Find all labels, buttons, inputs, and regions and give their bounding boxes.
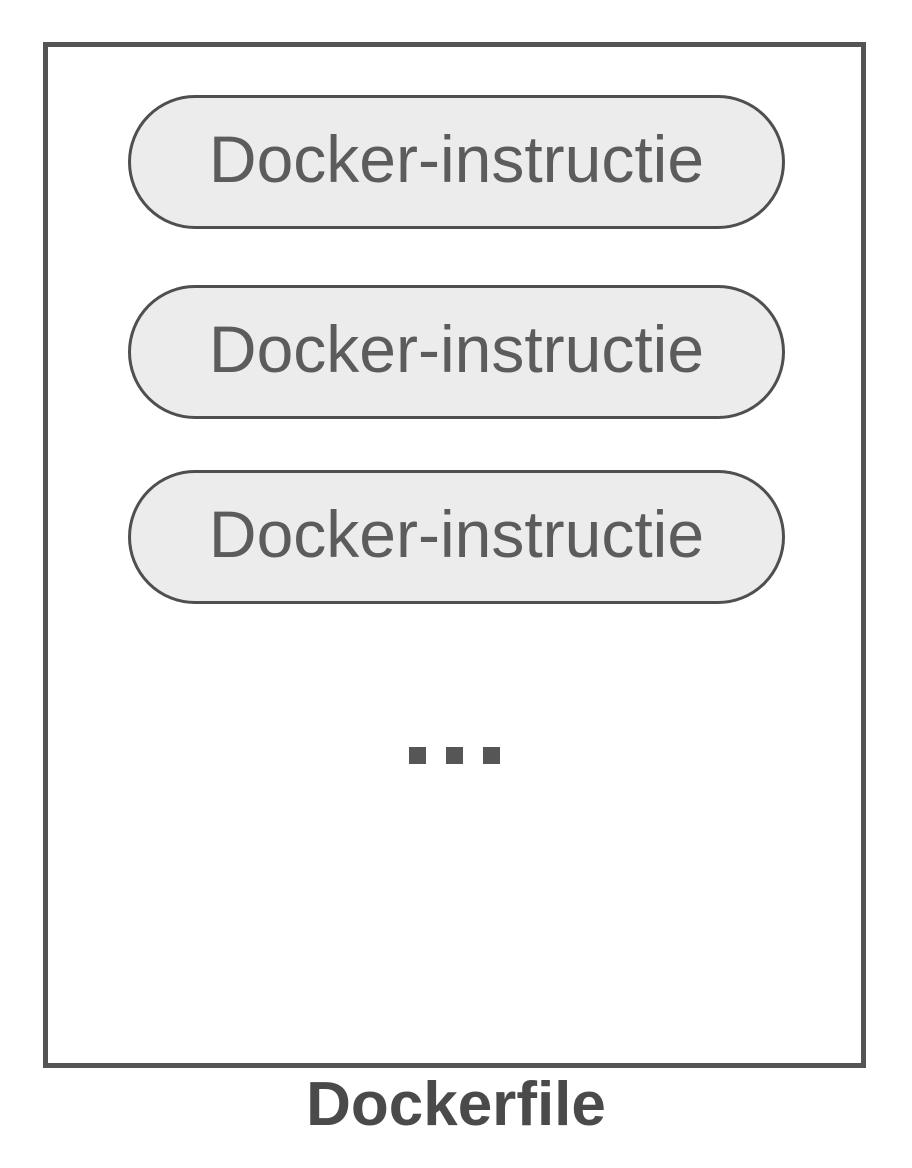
docker-instruction-pill: Docker-instructie: [128, 285, 785, 419]
ellipsis-dot: [446, 747, 463, 764]
docker-instruction-pill: Docker-instructie: [128, 95, 785, 229]
docker-instruction-label: Docker-instructie: [208, 122, 705, 196]
ellipsis-icon: [48, 747, 861, 764]
dockerfile-box: Docker-instructie Docker-instructie Dock…: [43, 42, 866, 1068]
docker-instruction-pill: Docker-instructie: [128, 470, 785, 604]
ellipsis-dot: [409, 747, 426, 764]
dockerfile-caption: Dockerfile: [306, 1070, 606, 1139]
ellipsis-dot: [483, 747, 500, 764]
docker-instruction-label: Docker-instructie: [208, 497, 705, 571]
docker-instruction-label: Docker-instructie: [208, 312, 705, 386]
